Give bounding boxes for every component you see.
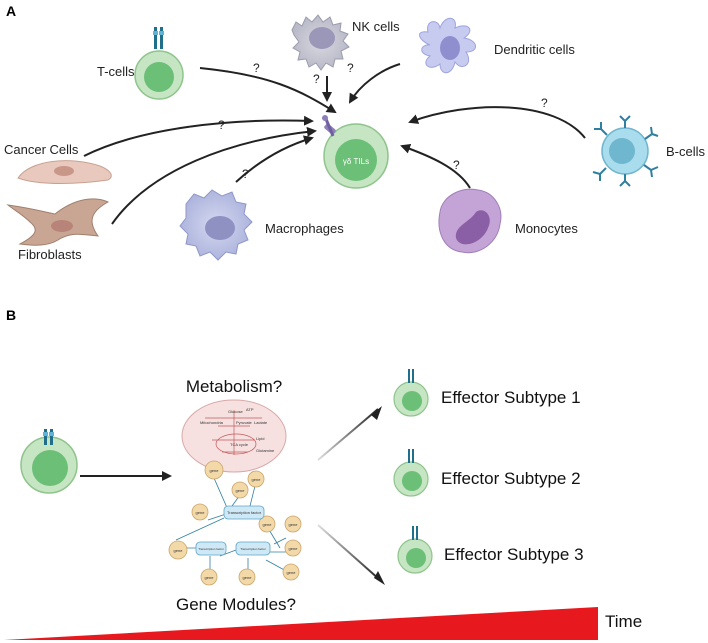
cancer-cell <box>17 160 112 184</box>
svg-text:gene: gene <box>287 570 297 575</box>
svg-text:Transcription factor: Transcription factor <box>227 510 262 515</box>
effector-label-2: Effector Subtype 2 <box>441 469 581 488</box>
nk-cell <box>291 14 350 71</box>
panel-label-a: A <box>6 3 16 19</box>
arrow-to-effector-1 <box>317 408 379 461</box>
arrow-cancer <box>83 115 314 157</box>
b-cell <box>592 115 659 187</box>
arrow-monocyte <box>400 143 471 189</box>
gd-til-cell: γδ TILs <box>322 115 389 189</box>
q-monocyte: ? <box>453 158 460 172</box>
arrow-bcell <box>408 106 586 139</box>
svg-text:gene: gene <box>205 575 215 580</box>
svg-text:gene: gene <box>196 510 206 515</box>
gene-module-network: gene gene gene gene gene gene gene gene … <box>168 460 302 586</box>
monocyte <box>438 188 502 254</box>
label-nk-cells: NK cells <box>352 19 400 34</box>
svg-text:Glutamine: Glutamine <box>256 448 275 453</box>
question-marks: ? ? ? ? ? ? ? <box>218 61 548 181</box>
arrow-dendritic <box>348 63 401 104</box>
label-fibroblasts: Fibroblasts <box>18 247 82 262</box>
arrow-tcell <box>199 67 337 114</box>
naive-gd-cell <box>20 429 78 494</box>
q-macrophage: ? <box>242 167 249 181</box>
svg-text:gene: gene <box>252 477 262 482</box>
svg-text:ATP: ATP <box>246 407 254 412</box>
time-wedge <box>4 607 598 640</box>
q-nk: ? <box>313 72 320 86</box>
dendritic-cell <box>419 17 476 74</box>
svg-text:gene: gene <box>174 548 184 553</box>
macrophage <box>179 189 253 261</box>
svg-text:gene: gene <box>289 546 299 551</box>
svg-text:gene: gene <box>263 522 273 527</box>
q-tcell: ? <box>253 61 260 75</box>
fibroblast <box>6 198 110 246</box>
label-macrophages: Macrophages <box>265 221 344 236</box>
arrow-to-effector-3 <box>317 524 381 581</box>
arrow-fibroblast <box>111 126 317 225</box>
q-cancer: ? <box>218 118 225 132</box>
time-label: Time <box>605 612 642 631</box>
svg-text:gene: gene <box>236 488 246 493</box>
arrow-macrophage <box>235 135 314 183</box>
effector-cell-1 <box>393 369 429 417</box>
svg-text:gene: gene <box>243 575 253 580</box>
tcr-icon <box>153 27 164 49</box>
svg-text:Transcription factor: Transcription factor <box>240 547 266 551</box>
label-dendritic-cells: Dendritic cells <box>494 42 575 57</box>
metabolism-title: Metabolism? <box>186 377 282 396</box>
svg-text:gene: gene <box>210 468 220 473</box>
interaction-arrows <box>83 63 586 225</box>
svg-text:Transcription factor: Transcription factor <box>198 547 224 551</box>
label-t-cells: T-cells <box>97 64 135 79</box>
svg-text:Pyruvate: Pyruvate <box>236 420 253 425</box>
q-dendritic: ? <box>347 61 354 75</box>
svg-text:Lactate: Lactate <box>254 420 268 425</box>
label-cancer-cells: Cancer Cells <box>4 142 79 157</box>
gd-receptor-icon <box>322 115 336 137</box>
gene-modules-title: Gene Modules? <box>176 595 296 614</box>
label-monocytes: Monocytes <box>515 221 578 236</box>
panel-label-b: B <box>6 307 16 323</box>
antibody-icons <box>592 115 659 187</box>
svg-text:gene: gene <box>289 522 299 527</box>
svg-text:Glucose: Glucose <box>228 409 243 414</box>
t-cell <box>134 27 184 100</box>
effector-cell-3 <box>397 526 433 574</box>
effector-label-1: Effector Subtype 1 <box>441 388 581 407</box>
arrowhead-effector-3 <box>374 571 385 585</box>
svg-text:Mitochondria: Mitochondria <box>200 420 224 425</box>
tcr-icon <box>43 429 54 445</box>
effector-cell-2 <box>393 449 429 497</box>
svg-text:Lipid: Lipid <box>256 436 264 441</box>
q-bcell: ? <box>541 96 548 110</box>
gd-til-label: γδ TILs <box>343 157 369 166</box>
metabolism-diagram: Glucose Pyruvate Lactate TCA cycle Mitoc… <box>181 399 287 473</box>
arrowhead-effector-1 <box>371 406 382 420</box>
svg-text:TCA cycle: TCA cycle <box>230 442 249 447</box>
label-b-cells: B-cells <box>666 144 706 159</box>
effector-label-3: Effector Subtype 3 <box>444 545 584 564</box>
